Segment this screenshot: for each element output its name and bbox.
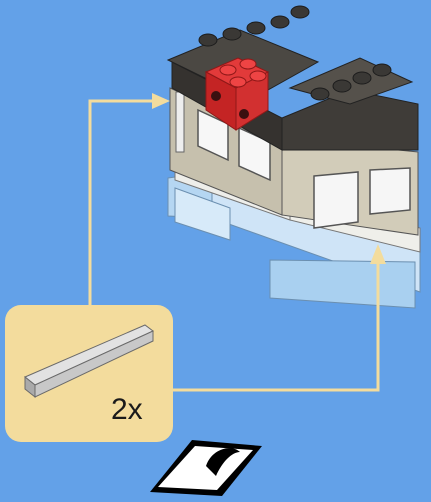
quantity-label: 2x: [111, 393, 143, 426]
train-cab-model: [166, 5, 421, 309]
sticker-sheet-icon: [150, 440, 262, 496]
red-brick: [204, 57, 270, 131]
parts-callout: 2x: [5, 305, 173, 442]
arrow-icon: [88, 99, 380, 392]
tile-part-icon: [24, 324, 154, 399]
